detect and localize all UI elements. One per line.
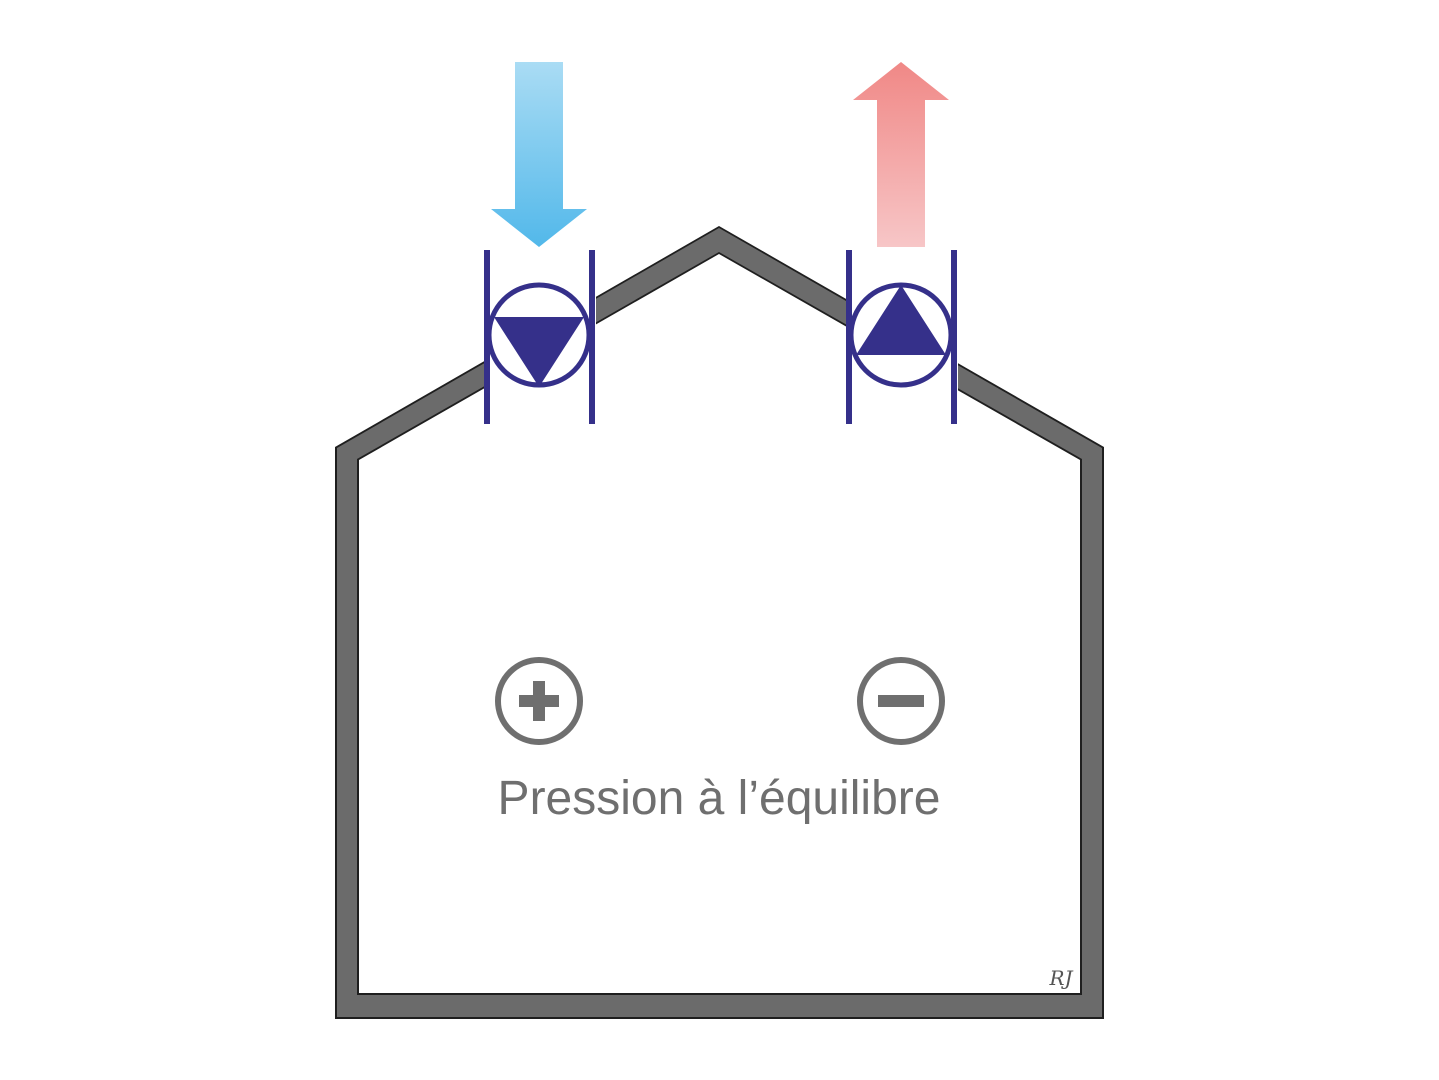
intake-fan-icon (484, 250, 596, 424)
pressure-label: Pression à l’équilibre (498, 772, 941, 825)
house-outline (335, 226, 1104, 1019)
exhaust-fan-icon (846, 250, 958, 424)
signature: RJ (1048, 966, 1073, 990)
arrow-down-icon (491, 62, 587, 247)
plus-circle-icon (495, 657, 583, 745)
arrow-up-icon (853, 62, 949, 247)
minus-circle-icon (857, 657, 945, 745)
